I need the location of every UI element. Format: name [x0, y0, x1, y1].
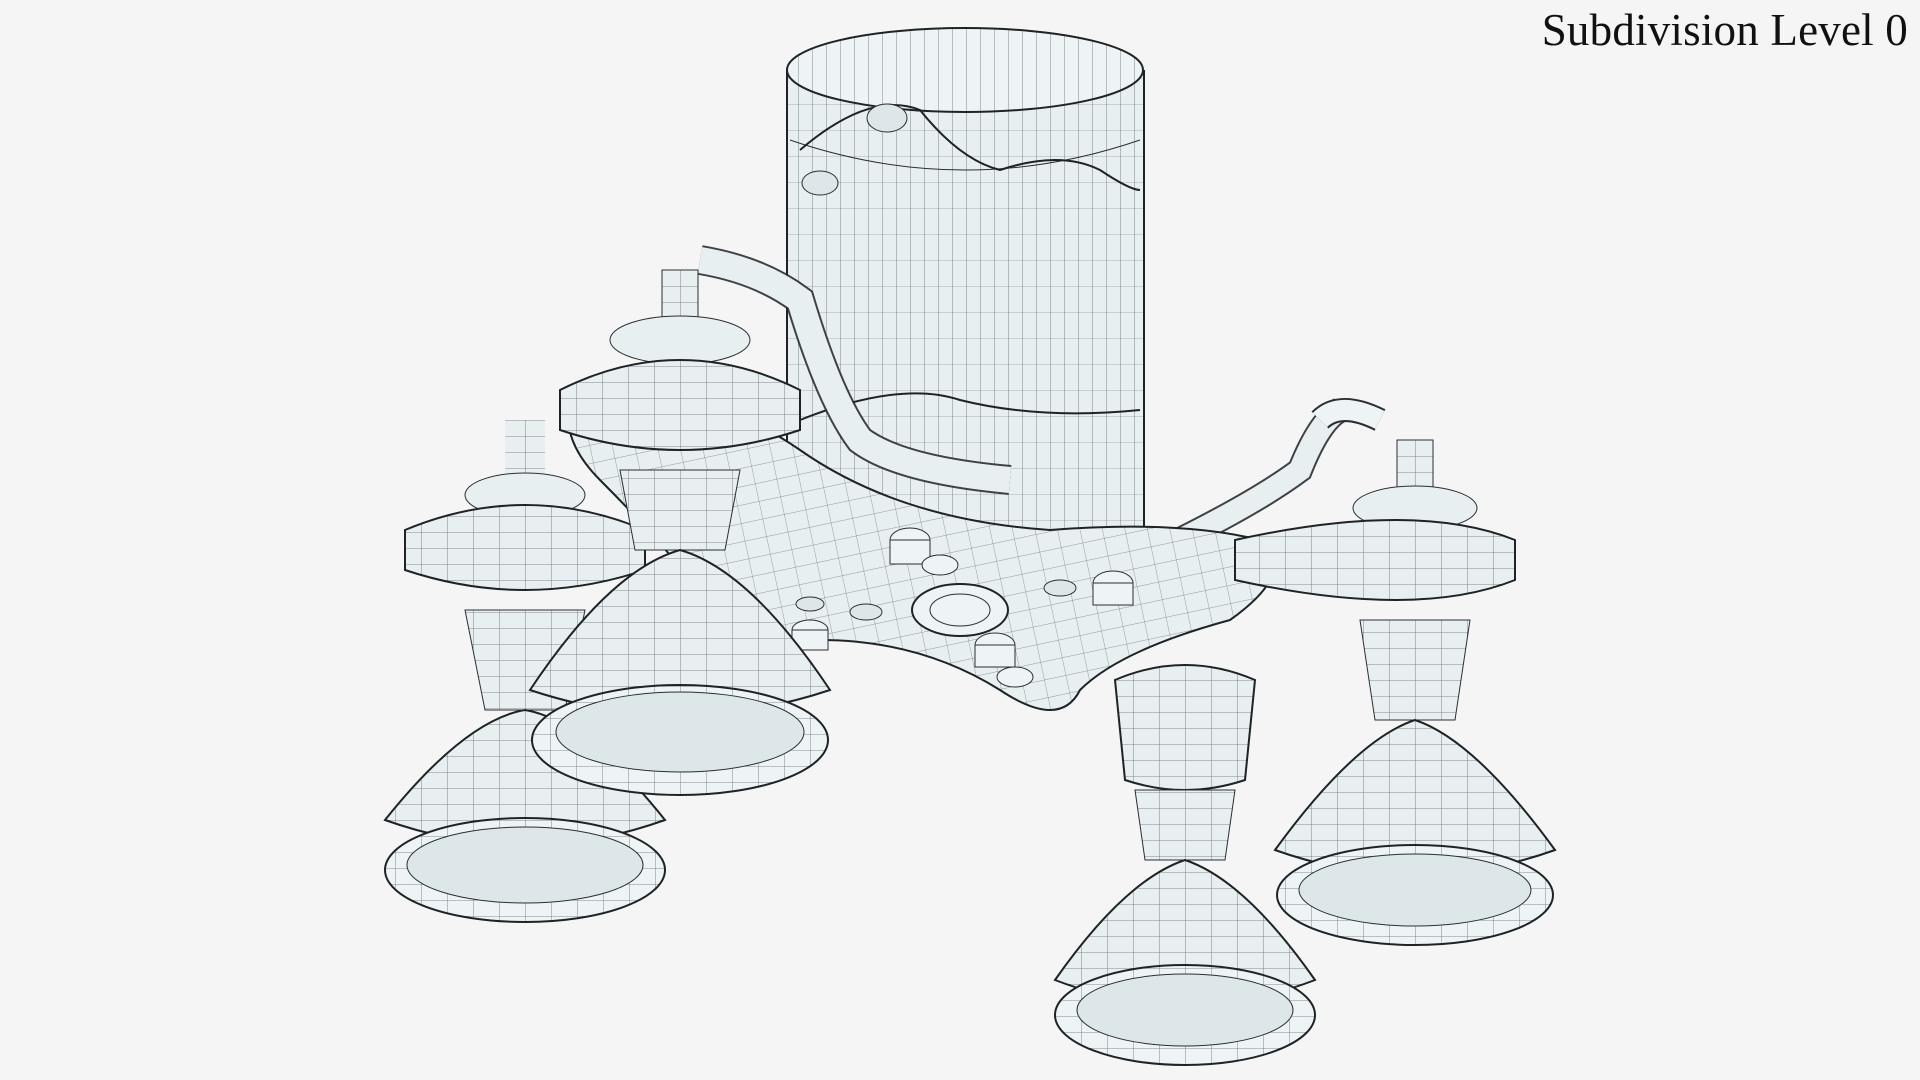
feed-pipes	[697, 245, 1386, 552]
subdivision-level-label: Subdivision Level 0	[1541, 5, 1908, 55]
thruster-front-right	[1053, 664, 1317, 1066]
thruster-back-right	[1234, 439, 1557, 946]
thruster-front-left	[528, 269, 832, 796]
thruster-back-left	[383, 420, 667, 923]
central-tank	[786, 27, 1145, 530]
